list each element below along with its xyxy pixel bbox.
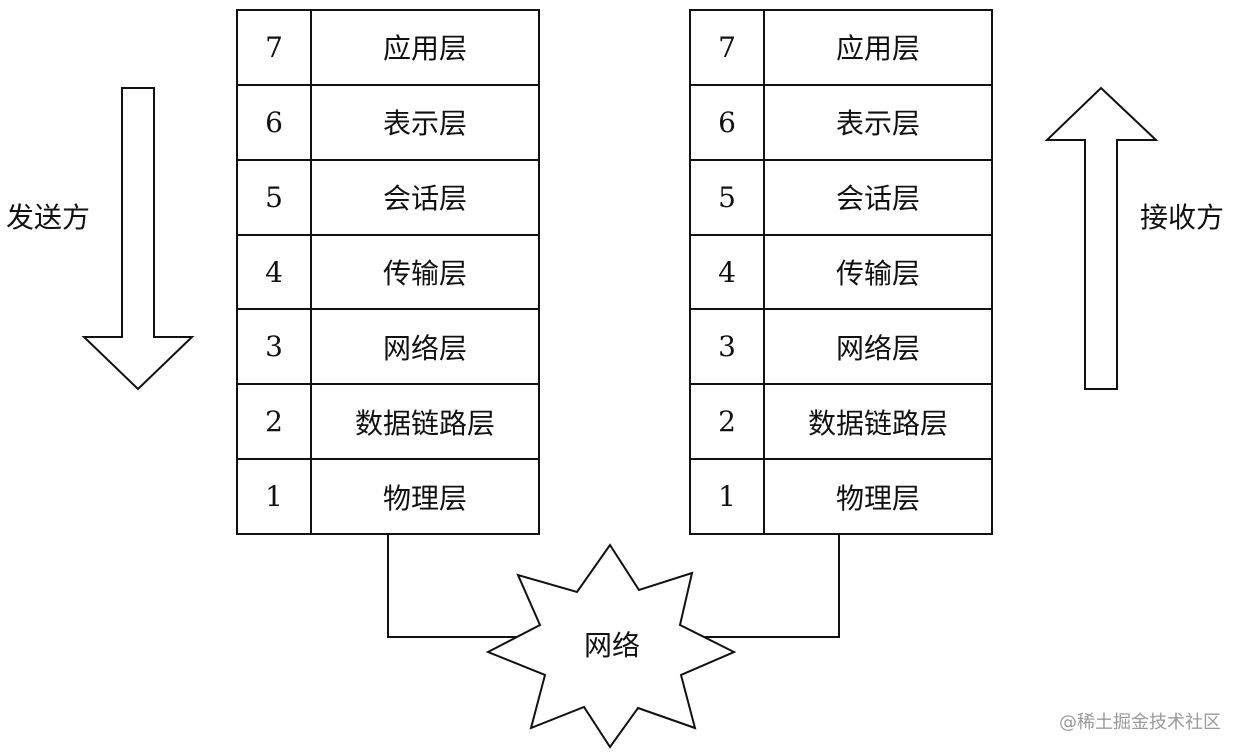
layer-name: 会话层: [835, 182, 920, 216]
layer-number: 7: [691, 11, 765, 84]
layer-row: 6 表示层: [691, 85, 991, 161]
layer-name: 传输层: [382, 257, 467, 290]
layer-name: 会话层: [382, 182, 467, 216]
layer-row: 4 传输层: [691, 235, 991, 311]
receiver-osi-stack: 7 应用层 6 表示层 5 会话层 4 传输层 3 网络层 2 数据链路层 1 物理层: [689, 9, 993, 535]
layer-row: 5 会话层: [238, 160, 538, 236]
layer-number: 3: [691, 310, 765, 384]
down-arrow-icon: [81, 87, 195, 391]
layer-row: 7 应用层: [691, 11, 991, 86]
left-connector-line: [387, 535, 539, 638]
layer-name: 表示层: [835, 107, 920, 141]
layer-number: 5: [238, 160, 312, 234]
layer-row: 4 传输层: [238, 235, 538, 311]
layer-name: 物理层: [835, 481, 920, 515]
watermark: @稀土掘金技术社区: [1059, 712, 1221, 733]
layer-number: 6: [238, 85, 312, 159]
layer-name: 物理层: [382, 481, 467, 515]
layer-number: 6: [691, 85, 765, 159]
layer-row: 7 应用层: [238, 11, 538, 86]
layer-row: 5 会话层: [691, 160, 991, 236]
layer-number: 1: [691, 460, 765, 534]
layer-number: 1: [238, 460, 312, 534]
layer-row: 2 数据链路层: [691, 385, 991, 461]
layer-number: 2: [691, 385, 765, 459]
receiver-label: 接收方: [1140, 201, 1225, 234]
layer-row: 3 网络层: [238, 310, 538, 386]
layer-number: 4: [238, 235, 312, 309]
layer-row: 1 物理层: [238, 460, 538, 534]
layer-number: 5: [691, 160, 765, 234]
layer-row: 3 网络层: [691, 310, 991, 386]
layer-row: 2 数据链路层: [238, 385, 538, 461]
layer-name: 应用层: [835, 32, 920, 66]
sender-osi-stack: 7 应用层 6 表示层 5 会话层 4 传输层 3 网络层 2 数据链路层 1 物理层: [236, 9, 540, 535]
layer-number: 3: [238, 310, 312, 384]
layer-name: 数据链路层: [354, 406, 495, 440]
layer-name: 网络层: [835, 331, 920, 365]
layer-row: 6 表示层: [238, 85, 538, 161]
layer-name: 网络层: [382, 331, 467, 365]
network-label: 网络: [583, 629, 640, 662]
sender-label: 发送方: [6, 201, 91, 234]
layer-number: 7: [238, 11, 312, 84]
layer-name: 数据链路层: [807, 406, 948, 440]
layer-row: 1 物理层: [691, 460, 991, 534]
layer-name: 表示层: [382, 107, 467, 141]
network-burst-icon: [485, 543, 737, 749]
layer-number: 4: [691, 235, 765, 309]
up-arrow-icon: [1044, 86, 1159, 390]
layer-name: 应用层: [382, 32, 467, 66]
layer-number: 2: [238, 385, 312, 459]
right-connector-line: [690, 535, 840, 638]
layer-name: 传输层: [835, 257, 920, 290]
